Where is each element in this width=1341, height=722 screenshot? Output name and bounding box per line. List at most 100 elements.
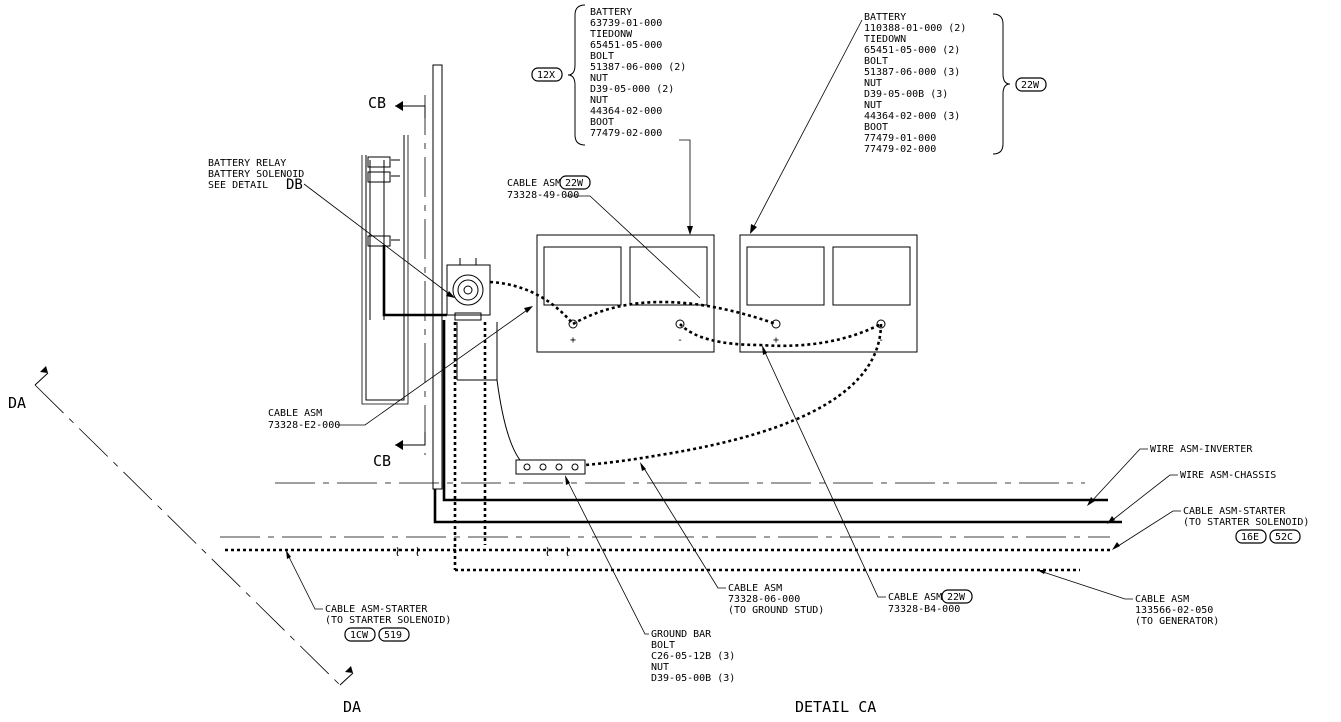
battery-left: + -	[536, 234, 715, 353]
battery-right-negative: -	[878, 335, 884, 346]
callout-12x-line: NUT	[590, 73, 608, 84]
callout-22w-line: NUT	[864, 78, 882, 89]
callout-12x-line: 63739-01-000	[590, 18, 662, 29]
cable-asm-b4-part: 73328-B4-000	[888, 604, 960, 615]
cable-asm-gen-line: 133566-02-050	[1135, 605, 1213, 616]
wire-chassis-label: WIRE ASM-CHASSIS	[1107, 470, 1276, 524]
callout-12x-line: BATTERY	[590, 7, 632, 18]
cable-asm-06-line: CABLE ASM	[728, 583, 782, 594]
view-title: DETAIL CA	[795, 698, 876, 716]
cable-starter-left-line: CABLE ASM-STARTER	[325, 604, 428, 615]
cable-asm-e2-label: CABLE ASM 73328-E2-000	[268, 306, 533, 431]
cable-asm-49-badge: 22W	[565, 178, 584, 189]
callout-22w-line: 44364-02-000 (3)	[864, 111, 960, 122]
cable-starter-right-line: (TO STARTER SOLENOID)	[1183, 517, 1309, 528]
battery-relay-label: BATTERY RELAY BATTERY SOLENOID SEE DETAI…	[208, 158, 455, 298]
section-da-marker: DA DA	[8, 366, 361, 716]
wire-inverter-label: WIRE ASM-INVERTER	[1087, 444, 1253, 506]
cable-starter-left-badge: 519	[384, 630, 402, 641]
cable-starter-right-badge: 52C	[1275, 532, 1293, 543]
callout-22w: 22W BATTERY 110388-01-000 (2) TIEDOWN 65…	[750, 12, 1047, 234]
callout-22w-line: BOOT	[864, 122, 888, 133]
battery-right: + -	[739, 234, 918, 353]
battery-relay-line: SEE DETAIL	[208, 180, 268, 191]
ground-bar-label: GROUND BAR BOLT C26-05-12B (3) NUT D39-0…	[565, 475, 741, 684]
section-cb-top-label: CB	[368, 94, 386, 112]
callout-12x-line: 51387-06-000 (2)	[590, 62, 686, 73]
svg-text:≀: ≀	[545, 544, 550, 560]
cable-asm-gen-label: CABLE ASM 133566-02-050 (TO GENERATOR)	[1037, 570, 1219, 627]
ground-bar	[515, 459, 586, 475]
cable-asm-b4-badge: 22W	[947, 592, 966, 603]
svg-text:≀: ≀	[415, 544, 420, 560]
section-da-bottom-label: DA	[343, 698, 361, 716]
battery-solenoid	[446, 258, 491, 321]
svg-text:CABLE ASM 133566-02-050: CABLE ASM 133566-02-050 (TO GENERATOR)	[1135, 594, 1219, 627]
callout-22w-line: TIEDOWN	[864, 34, 906, 45]
ground-bar-line: C26-05-12B (3)	[651, 651, 735, 662]
ground-bar-line: NUT	[651, 662, 669, 673]
callout-12x-badge: 12X	[537, 70, 555, 81]
svg-text:GROUND BAR BOLT C2: GROUND BAR BOLT C26-05-12B (3) NUT D39-0…	[651, 629, 741, 684]
callout-22w-line: D39-05-00B (3)	[864, 89, 948, 100]
section-da-top-label: DA	[8, 394, 26, 412]
cable-asm-49-title: CABLE ASM	[507, 178, 561, 189]
wire-chassis-text: WIRE ASM-CHASSIS	[1180, 470, 1276, 481]
callout-22w-line: 77479-01-000	[864, 133, 936, 144]
battery-left-positive: +	[570, 335, 576, 346]
callout-12x-line: 77479-02-000	[590, 128, 662, 139]
callout-22w-line: 51387-06-000 (3)	[864, 67, 960, 78]
cable-asm-49-part: 73328-49-000	[507, 190, 579, 201]
callout-12x-line: TIEDONW	[590, 29, 633, 40]
cable-starter-right-line: CABLE ASM-STARTER	[1183, 506, 1286, 517]
battery-relay-line: BATTERY RELAY	[208, 158, 286, 169]
cable-asm-gen-line: (TO GENERATOR)	[1135, 616, 1219, 627]
cable-asm-06-line: (TO GROUND STUD)	[728, 605, 824, 616]
callout-22w-line: 110388-01-000 (2)	[864, 23, 966, 34]
callout-12x-line: 44364-02-000	[590, 106, 662, 117]
battery-relay-detail-ref: DB	[286, 177, 303, 193]
battery-relay-bracket	[361, 64, 447, 490]
callout-22w-line: 65451-05-000 (2)	[864, 45, 960, 56]
callout-12x: 12X BATTERY 63739-01-000 TIEDONW 65451-0…	[531, 4, 693, 235]
callout-22w-badge: 22W	[1021, 80, 1040, 91]
svg-text:CABLE ASM-STARTER (TO ST: CABLE ASM-STARTER (TO STARTER SOLENOID)	[1183, 506, 1309, 528]
cable-starter-left-line: (TO STARTER SOLENOID)	[325, 615, 451, 626]
cable-asm-06-line: 73328-06-000	[728, 594, 800, 605]
callout-22w-line: BATTERY	[864, 12, 906, 23]
callout-12x-line: NUT	[590, 95, 608, 106]
cable-starter-right-label: CABLE ASM-STARTER (TO STARTER SOLENOID) …	[1112, 506, 1309, 550]
callout-12x-line: BOOT	[590, 117, 614, 128]
callout-12x-line: D39-05-000 (2)	[590, 84, 674, 95]
svg-text:BATTERY RELAY BATTERY SO: BATTERY RELAY BATTERY SOLENOID SEE DETAI…	[208, 158, 310, 191]
cable-asm-b4-label: CABLE ASM 22W 73328-B4-000	[762, 345, 973, 615]
chassis-lines: ≀ ≀ ≀ ≀	[220, 482, 1110, 572]
cable-asm-b4-title: CABLE ASM	[888, 592, 942, 603]
svg-text:BATTERY 110388-01-000 (2: BATTERY 110388-01-000 (2) TIEDOWN 65451-…	[864, 12, 972, 155]
svg-text:BATTERY 63739-01-000: BATTERY 63739-01-000 TIEDONW 65451-05-00…	[590, 7, 692, 139]
ground-bar-line: BOLT	[651, 640, 675, 651]
callout-12x-line: BOLT	[590, 51, 614, 62]
svg-text:≀: ≀	[395, 544, 400, 560]
section-cb-bottom-label: CB	[373, 452, 391, 470]
svg-text:CABLE ASM-STARTER (TO ST: CABLE ASM-STARTER (TO STARTER SOLENOID)	[325, 604, 451, 626]
callout-12x-line: 65451-05-000	[590, 40, 662, 51]
cable-asm-e2-title: CABLE ASM	[268, 408, 322, 419]
callout-22w-line: 77479-02-000	[864, 144, 936, 155]
battery-relay-line: BATTERY SOLENOID	[208, 169, 304, 180]
cable-asm-gen-line: CABLE ASM	[1135, 594, 1189, 605]
callout-22w-line: BOLT	[864, 56, 888, 67]
section-cb-marker: CB CB	[368, 94, 426, 470]
cable-asm-49-label: CABLE ASM 22W 73328-49-000	[507, 175, 701, 299]
wire-inverter-text: WIRE ASM-INVERTER	[1150, 444, 1253, 455]
ground-bar-line: D39-05-00B (3)	[651, 673, 735, 684]
svg-text:≀: ≀	[565, 544, 570, 560]
cable-asm-06-label: CABLE ASM 73328-06-000 (TO GROUND STUD)	[640, 462, 824, 616]
ground-bar-line: GROUND BAR	[651, 629, 712, 640]
battery-right-positive: +	[773, 335, 779, 346]
cable-starter-right-badge: 16E	[1241, 532, 1259, 543]
battery-cables	[489, 280, 883, 467]
cable-starter-left-label: CABLE ASM-STARTER (TO STARTER SOLENOID) …	[286, 550, 451, 642]
